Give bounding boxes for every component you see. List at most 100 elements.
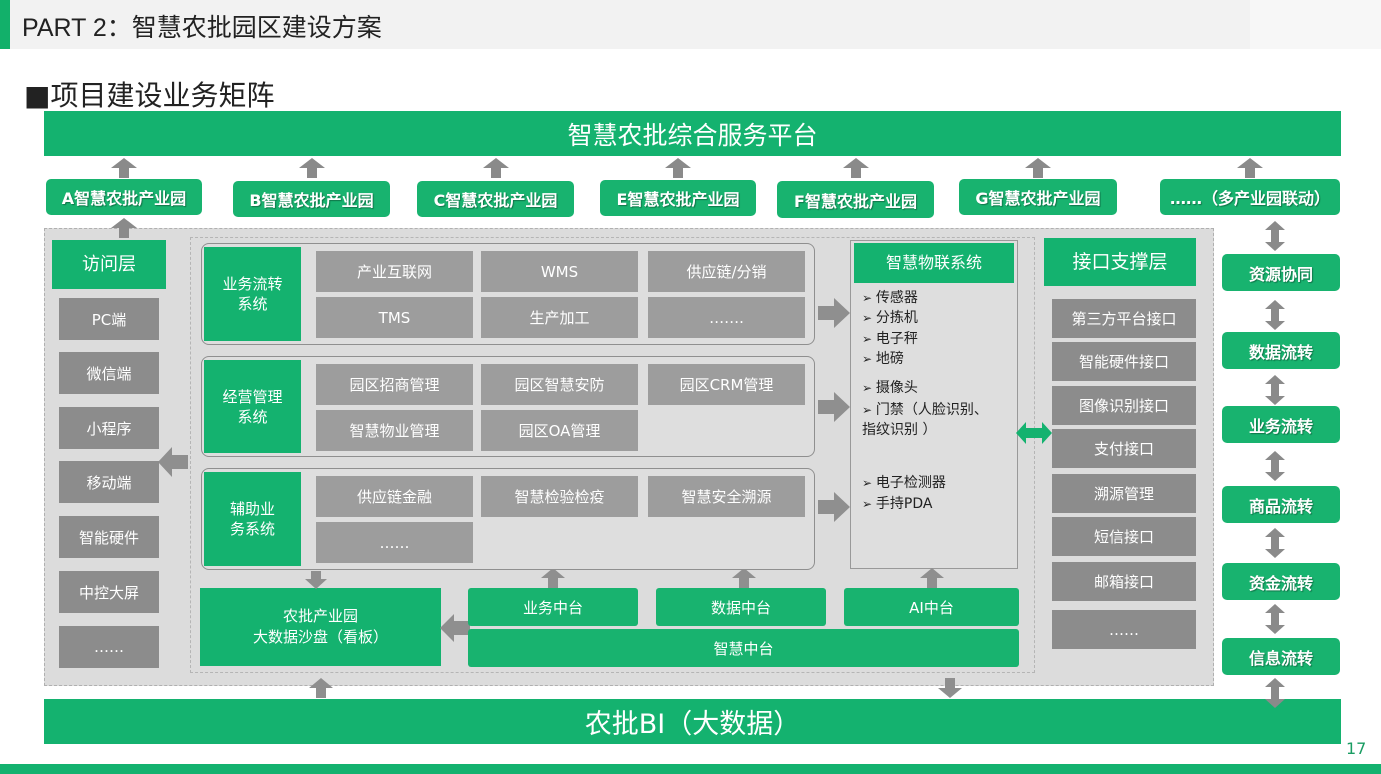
iot-item: ➢ 电子秤: [862, 329, 1022, 349]
interface-layer-title: 接口支撑层: [1044, 238, 1196, 286]
system-cell: 生产加工: [481, 297, 638, 338]
access-item: 智能硬件: [59, 516, 159, 558]
bullet-arrow-icon: ➢: [862, 403, 876, 417]
interface-item: 图像识别接口: [1052, 386, 1196, 425]
system-cell: TMS: [316, 297, 473, 338]
system-cell: 园区招商管理: [316, 364, 473, 405]
iot-item-label: 传感器: [875, 290, 918, 306]
smart-middle-platform: 智慧中台: [468, 629, 1019, 667]
bullet-arrow-icon: ➢: [862, 352, 876, 366]
right-arrow-icon: [818, 492, 850, 522]
park-button: F智慧农批产业园: [777, 181, 934, 218]
up-arrow-icon: [1025, 158, 1051, 178]
system-cell: 园区OA管理: [481, 410, 638, 451]
iot-item: ➢ 摄像头: [862, 378, 1022, 398]
flow-button: 商品流转: [1222, 486, 1340, 523]
iot-item-label: 电子检测器: [875, 475, 946, 491]
iot-item: ➢ 地磅: [862, 349, 1022, 369]
up-arrow-icon: [1237, 158, 1263, 178]
interface-item: ……: [1052, 610, 1196, 649]
iot-panel: [850, 240, 1018, 569]
bullet-arrow-icon: ➢: [862, 311, 876, 325]
up-arrow-icon: [111, 158, 137, 178]
up-arrow-icon: [482, 158, 509, 178]
left-arrow-icon: [158, 447, 188, 477]
vertical-double-arrow-icon: [1265, 451, 1285, 481]
iot-item-label: 手持PDA: [875, 496, 933, 512]
down-arrow-icon: [305, 571, 327, 589]
section-title: ■项目建设业务矩阵: [24, 79, 275, 112]
iot-item-label: 门禁（人脸识别、 指纹识别 ）: [862, 402, 988, 438]
up-arrow-icon: [541, 568, 565, 588]
top-platform: 智慧农批综合服务平台: [44, 111, 1341, 156]
interface-item: 溯源管理: [1052, 474, 1196, 513]
park-button: B智慧农批产业园: [233, 181, 390, 217]
iot-item: ➢ 手持PDA: [862, 494, 1022, 514]
flow-button: 业务流转: [1222, 406, 1340, 443]
iot-item-label: 摄像头: [875, 380, 918, 396]
bullet-arrow-icon: ➢: [862, 332, 876, 346]
sandbox-label: 农批产业园 大数据沙盘（看板）: [252, 607, 388, 646]
park-button: G智慧农批产业园: [959, 179, 1117, 215]
up-arrow-icon: [665, 158, 691, 178]
header-bar-right: [1250, 0, 1381, 49]
system-cell: 产业互联网: [316, 251, 473, 292]
right-arrow-icon: [818, 298, 850, 328]
iot-item-label: 电子秤: [875, 331, 918, 347]
double-arrow-icon: [1016, 422, 1052, 444]
ai-middle-platform: AI中台: [844, 588, 1019, 626]
vertical-double-arrow-icon: [1265, 300, 1285, 330]
vertical-double-arrow-icon: [1265, 678, 1285, 708]
left-arrow-icon: [440, 614, 470, 642]
flow-button: 资源协同: [1222, 254, 1340, 291]
right-arrow-icon: [818, 392, 850, 422]
bullet-arrow-icon: ➢: [862, 476, 876, 490]
inner-container: [190, 237, 1035, 673]
header-title: PART 2：智慧农批园区建设方案: [22, 14, 382, 42]
bottom-platform: 农批BI（大数据）: [44, 699, 1341, 744]
up-arrow-icon: [111, 218, 137, 238]
up-arrow-icon: [732, 568, 756, 588]
interface-item: 支付接口: [1052, 429, 1196, 468]
access-item: 移动端: [59, 461, 159, 503]
access-item: 小程序: [59, 407, 159, 449]
up-arrow-icon: [309, 678, 333, 698]
footer-bar: [0, 764, 1381, 774]
bullet-arrow-icon: ➢: [862, 381, 876, 395]
iot-item-label: 地磅: [875, 351, 904, 367]
system-name: 经营管理 系统: [204, 360, 301, 453]
interface-item: 邮箱接口: [1052, 562, 1196, 601]
system-cell: WMS: [481, 251, 638, 292]
flow-button: 信息流转: [1222, 638, 1340, 675]
system-cell: 智慧检验检疫: [481, 476, 638, 517]
system-name: 辅助业 务系统: [204, 472, 301, 566]
access-item: 中控大屏: [59, 571, 159, 613]
access-item: ……: [59, 626, 159, 668]
interface-item: 第三方平台接口: [1052, 299, 1196, 338]
vertical-double-arrow-icon: [1265, 375, 1285, 405]
iot-item-label: 分拣机: [875, 310, 918, 326]
vertical-double-arrow-icon: [1265, 604, 1285, 634]
park-button: C智慧农批产业园: [417, 181, 574, 217]
header-bar: [0, 0, 1250, 49]
iot-item: ➢ 门禁（人脸识别、 指纹识别 ）: [862, 400, 1022, 440]
down-arrow-icon: [938, 678, 962, 698]
park-button: E智慧农批产业园: [600, 180, 756, 216]
bullet-arrow-icon: ➢: [862, 497, 876, 511]
system-cell: …….: [648, 297, 805, 338]
flow-button: 数据流转: [1222, 332, 1340, 369]
system-cell: 供应链/分销: [648, 251, 805, 292]
interface-item: 短信接口: [1052, 517, 1196, 556]
up-arrow-icon: [298, 158, 325, 178]
flow-button: 资金流转: [1222, 563, 1340, 600]
page-number: 17: [1346, 739, 1367, 758]
sandbox-panel: 农批产业园 大数据沙盘（看板）: [200, 588, 441, 666]
park-button: A智慧农批产业园: [46, 179, 202, 215]
business-middle-platform: 业务中台: [468, 588, 638, 626]
system-cell: ……: [316, 522, 473, 563]
vertical-double-arrow-icon: [1265, 221, 1285, 251]
system-cell: 供应链金融: [316, 476, 473, 517]
vertical-double-arrow-icon: [1265, 528, 1285, 558]
system-name: 业务流转 系统: [204, 247, 301, 341]
access-item: PC端: [59, 298, 159, 340]
